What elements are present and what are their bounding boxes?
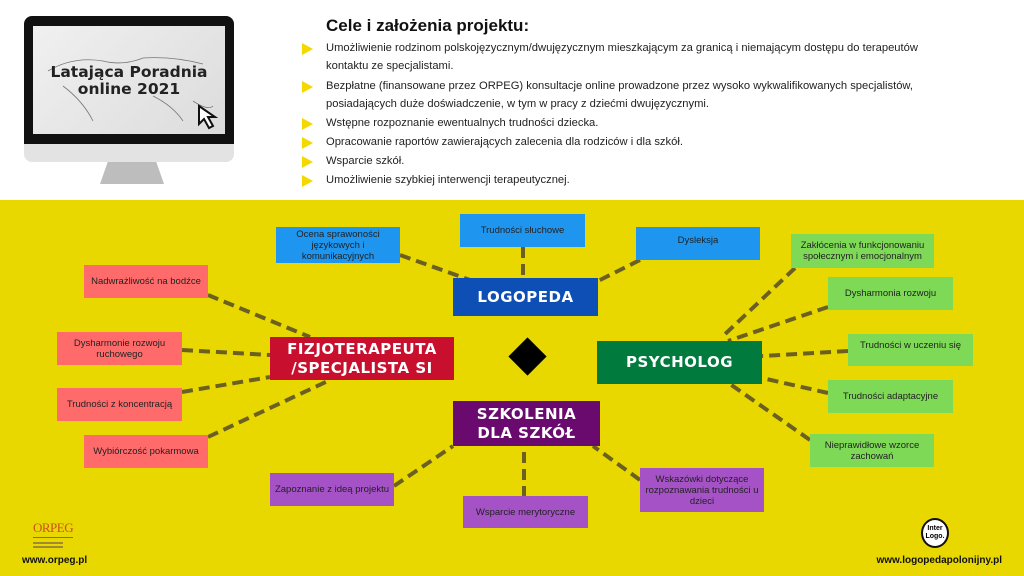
world-map-icon (47, 57, 214, 122)
szkolenia-item: Wskazówki dotyczące rozpoznawania trudno… (640, 468, 764, 512)
psycholog-item: Trudności w uczeniu się (848, 334, 973, 366)
cursor-icon (198, 104, 219, 130)
orpeg-logo-text: ORPEG (33, 520, 74, 535)
arrow-bullet-icon (302, 118, 313, 130)
goal-item: kontaktu ze specjalistami. (326, 60, 454, 72)
psycholog-item: Nieprawidłowe wzorce zachowań (810, 434, 934, 467)
psycholog-item: Dysharmonia rozwoju (828, 277, 953, 310)
hub-psycholog: PSYCHOLOG (597, 341, 762, 384)
orpeg-logo: ORPEG (33, 520, 74, 548)
goal-item: posiadających duże doświadczenie, w tym … (326, 98, 710, 110)
fizjo-item: Trudności z koncentracją (57, 388, 182, 421)
psycholog-item: Trudności adaptacyjne (828, 380, 953, 413)
arrow-bullet-icon (302, 175, 313, 187)
logopeda-item: Ocena sprawoności językowych i komunikac… (276, 227, 400, 263)
interlogo-url-link[interactable]: www.logopedapolonijny.pl (876, 555, 1002, 566)
orpeg-url-link[interactable]: www.orpeg.pl (22, 555, 88, 566)
goal-item: Umożliwienie szybkiej interwencji terape… (326, 174, 570, 186)
fizjo-item: Nadwrażliwość na bodźce (84, 265, 208, 298)
monitor-illustration: Latająca Poradnia online 2021 (24, 16, 234, 186)
arrow-bullet-icon (302, 81, 313, 93)
hub-logopeda: LOGOPEDA (453, 278, 598, 316)
interlogo-logo-text: Inter Logo. (925, 525, 945, 540)
arrow-bullet-icon (302, 156, 313, 168)
psycholog-item: Zakłócenia w funkcjonowaniu społecznym i… (791, 234, 934, 268)
monitor-title-line1: Latająca Poradnia (50, 63, 208, 81)
szkolenia-item: Wsparcie merytoryczne (463, 496, 588, 528)
monitor-title-line2: online 2021 (77, 80, 181, 98)
interlogo-logo: Inter Logo. (921, 518, 949, 548)
fizjo-item: Dysharmonie rozwoju ruchowego (57, 332, 182, 365)
goals-heading: Cele i założenia projektu: (326, 16, 530, 35)
fizjo-item: Wybiórczość pokarmowa (84, 435, 208, 468)
logopeda-item: Trudności słuchowe (460, 214, 585, 247)
goal-item: Wsparcie szkół. (326, 155, 405, 167)
goal-item: Wstępne rozpoznanie ewentualnych trudnoś… (326, 117, 599, 129)
goal-item: Opracowanie raportów zawierających zalec… (326, 136, 683, 148)
arrow-bullet-icon (302, 137, 313, 149)
goal-item: Bezpłatne (finansowane przez ORPEG) kons… (326, 80, 914, 92)
goal-item: Umożliwienie rodzinom polskojęzycznym/dw… (326, 42, 918, 54)
hub-fizjoterapeuta: FIZJOTERAPEUTA /SPECJALISTA SI (270, 337, 454, 380)
arrow-bullet-icon (302, 43, 313, 55)
hub-szkolenia: SZKOLENIA DLA SZKÓŁ (453, 401, 600, 446)
logopeda-item: Dysleksja (636, 227, 760, 260)
szkolenia-item: Zapoznanie z ideą projektu (270, 473, 394, 506)
